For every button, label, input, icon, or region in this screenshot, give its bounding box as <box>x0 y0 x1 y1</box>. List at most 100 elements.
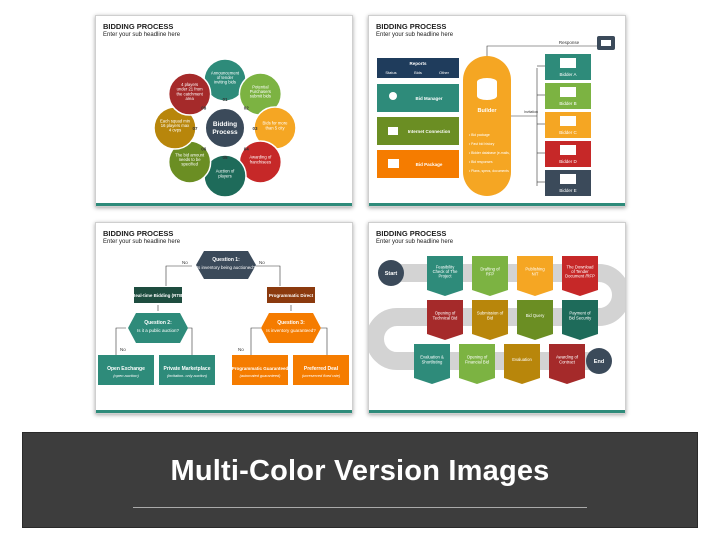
slide-thumbnail-4[interactable]: BIDDING PROCESS Enter your sub headline … <box>368 222 626 414</box>
roadmap-step <box>504 344 540 384</box>
private-marketplace-label: Private Marketplace <box>164 366 211 372</box>
roadmap-step <box>472 300 508 340</box>
user-icon <box>389 92 397 100</box>
roadmap-step <box>562 300 598 340</box>
reports-tab-other: Other <box>439 70 450 75</box>
question-2-hexagon <box>128 313 188 343</box>
wheel-step-number: 04 <box>244 147 250 152</box>
slide-subtitle: Enter your sub headline here <box>376 32 454 38</box>
wheel-center-label-1: Bidding <box>213 121 237 128</box>
question-1-title: Question 1: <box>212 257 240 263</box>
slide-title: BIDDING PROCESS <box>103 229 174 238</box>
private-marketplace-box <box>159 355 215 385</box>
wheel-step-number: 03 <box>252 126 258 131</box>
no-label: No <box>259 260 265 265</box>
wheel-center-label-2: Process <box>212 129 238 136</box>
roadmap-step <box>414 344 450 384</box>
banner-title: Multi-Color Version Images <box>170 455 550 487</box>
programmatic-direct-box <box>267 287 315 303</box>
roadmap-step-label: Bid Query <box>526 313 546 318</box>
decision-tree-diagram: No No No No Question 1: Is inventory bei… <box>98 251 349 385</box>
slide-subtitle: Enter your sub headline here <box>103 239 181 245</box>
preferred-deal-box <box>293 355 349 385</box>
open-exchange-box <box>98 355 154 385</box>
reports-box <box>377 58 459 78</box>
banner-divider <box>133 507 587 508</box>
end-label: End <box>594 359 604 365</box>
wheel-step-number: 01 <box>222 97 228 102</box>
no-label: No <box>238 347 244 352</box>
start-label: Start <box>385 271 398 277</box>
question-3-title: Question 3: <box>277 320 305 326</box>
wheel-step-number: 08 <box>201 105 207 110</box>
roadmap-step <box>427 256 463 296</box>
rtb-label: Real-time Bidding (RTB) <box>132 293 184 298</box>
laptop-icon <box>560 87 576 97</box>
preferred-deal-label: Preferred Deal <box>304 366 339 372</box>
bid-package-label: Bid Package <box>416 162 443 167</box>
reports-tab-status: Status <box>385 70 396 75</box>
builder-bullet: • Plans, specs, documents <box>469 169 509 173</box>
no-label: No <box>182 260 188 265</box>
banner: Multi-Color Version Images <box>22 432 698 528</box>
wheel-step-number: 05 <box>222 155 228 160</box>
programmatic-guaranteed-label: Programmatic Guaranteed <box>232 366 289 371</box>
slide-subtitle: Enter your sub headline here <box>376 239 454 245</box>
slide-thumbnail-1[interactable]: BIDDING PROCESS Enter your sub headline … <box>95 15 353 207</box>
laptop-icon <box>560 145 576 155</box>
wheel-step-number: 02 <box>244 105 250 110</box>
bidder-label: Bidder A <box>559 72 576 77</box>
preferred-deal-sub: (unreserved fixed rate) <box>302 374 341 378</box>
open-exchange-label: Open Exchange <box>107 366 145 372</box>
start-circle <box>378 260 404 286</box>
slide-subtitle: Enter your sub headline here <box>103 32 181 38</box>
private-marketplace-sub: (invitation- only auction) <box>167 374 208 378</box>
wheel-step-08 <box>167 72 212 116</box>
bidder-label: Bidder E <box>559 188 576 193</box>
bid-manager-label: Bid Manager <box>415 96 442 101</box>
roadmap-step <box>517 300 553 340</box>
invitation-label: Invitation <box>524 110 538 114</box>
reports-label: Reports <box>409 61 426 66</box>
question-3-text: Is inventory guaranteed? <box>266 328 316 333</box>
wheel-center <box>204 107 246 149</box>
response-label: Response <box>559 40 580 45</box>
slide-thumbnail-3[interactable]: BIDDING PROCESS Enter your sub headline … <box>95 222 353 414</box>
end-circle <box>586 348 612 374</box>
router-icon <box>388 127 398 135</box>
rtb-box <box>134 287 182 303</box>
slide-title: BIDDING PROCESS <box>376 22 447 31</box>
programmatic-guaranteed-box <box>232 355 288 385</box>
roadmap-step <box>549 344 585 384</box>
builder-bullet: • Past bid history <box>469 142 495 146</box>
open-exchange-sub: (open auction) <box>113 373 139 378</box>
question-2-text: Is it a public auction? <box>137 328 180 333</box>
roadmap-step <box>562 256 598 296</box>
roadmap-step-label: Evaluation <box>512 357 532 362</box>
builder-bullet: • Bid package <box>469 133 490 137</box>
programmatic-guaranteed-sub: (automated guaranteed) <box>240 374 281 378</box>
builder-pill <box>463 56 511 196</box>
laptop-icon <box>560 116 576 126</box>
internet-connection-label: Internet Connection <box>408 129 451 134</box>
slide-thumbnail-2[interactable]: BIDDING PROCESS Enter your sub headline … <box>368 15 626 207</box>
roadmap-step <box>472 256 508 296</box>
builder-label: Builder <box>478 108 498 114</box>
no-label: No <box>120 347 126 352</box>
